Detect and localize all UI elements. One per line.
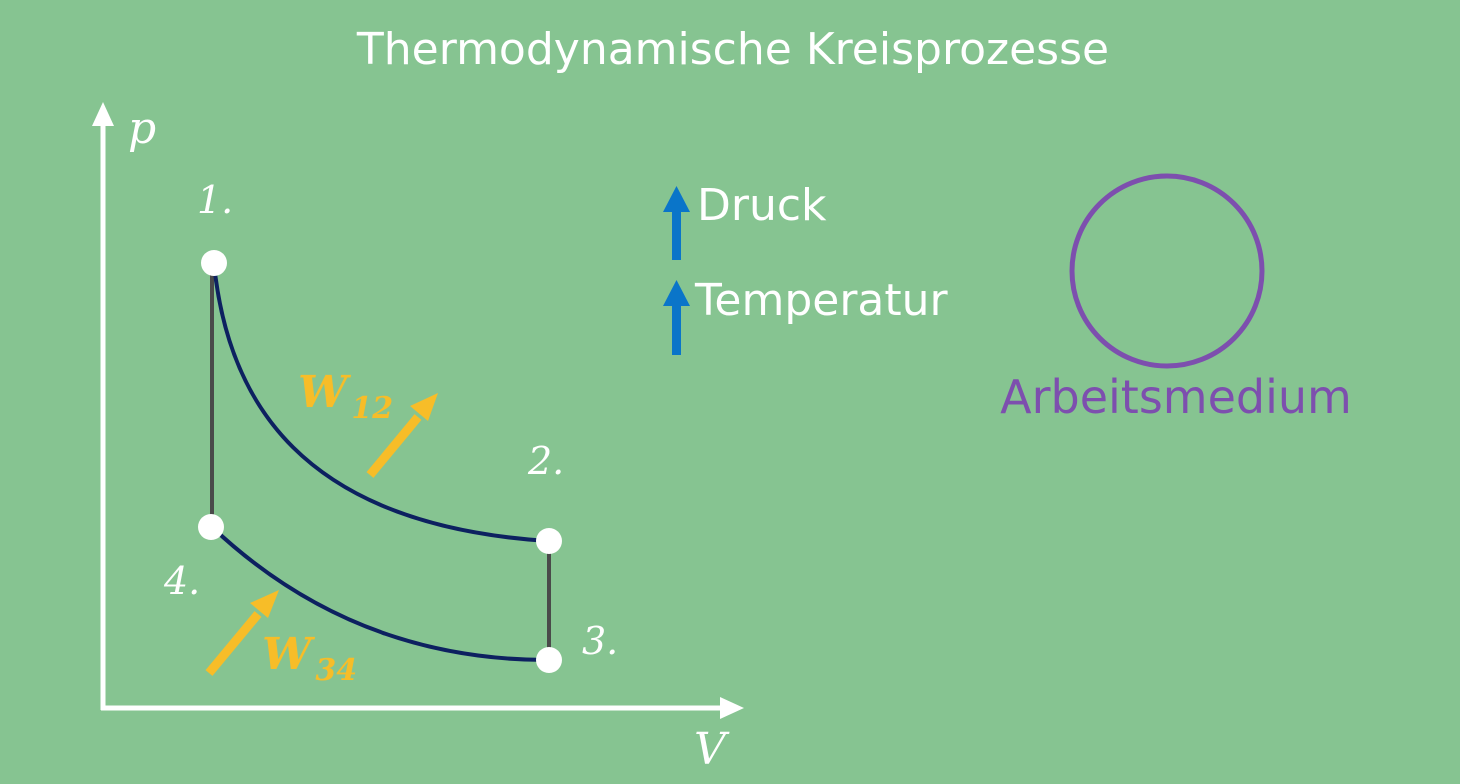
pv-axes: p V [92, 102, 744, 775]
indicator-label-temperatur: Temperatur [694, 275, 949, 326]
page-title: Thermodynamische Kreisprozesse [356, 24, 1109, 75]
state-points [198, 250, 562, 673]
medium-label: Arbeitsmedium [1000, 370, 1352, 424]
state-point-4 [198, 514, 224, 540]
state-point-3 [536, 647, 562, 673]
arrow-up-icon [663, 280, 690, 355]
y-axis-arrowhead-icon [92, 102, 114, 126]
indicator-label-druck: Druck [697, 180, 827, 231]
work-arrow-w34-head-icon [250, 590, 279, 618]
state-label-4: 4. [163, 559, 200, 603]
x-axis-arrowhead-icon [720, 697, 744, 719]
medium-circle-icon [1069, 173, 1265, 369]
y-axis-label: p [128, 103, 156, 154]
work-arrow-w12-shaft [366, 414, 422, 478]
isotherm-curve-1-2 [212, 263, 549, 543]
arbeitsmedium: Arbeitsmedium [1000, 173, 1352, 424]
state-point-2 [536, 528, 562, 554]
work-arrow-w12-head-icon [410, 393, 438, 421]
state-label-1: 1. [197, 178, 233, 222]
arrow-up-icon [663, 186, 690, 260]
cycle-paths [210, 263, 551, 662]
state-label-2: 2. [527, 439, 564, 483]
x-axis-label: V [694, 724, 730, 775]
work-arrow-w34-shaft [205, 611, 262, 676]
indicator-druck: Druck [663, 180, 827, 260]
isotherm-curve-4-3 [210, 525, 549, 662]
state-label-3: 3. [582, 619, 618, 663]
indicator-temperatur: Temperatur [663, 275, 949, 355]
state-point-1 [201, 250, 227, 276]
